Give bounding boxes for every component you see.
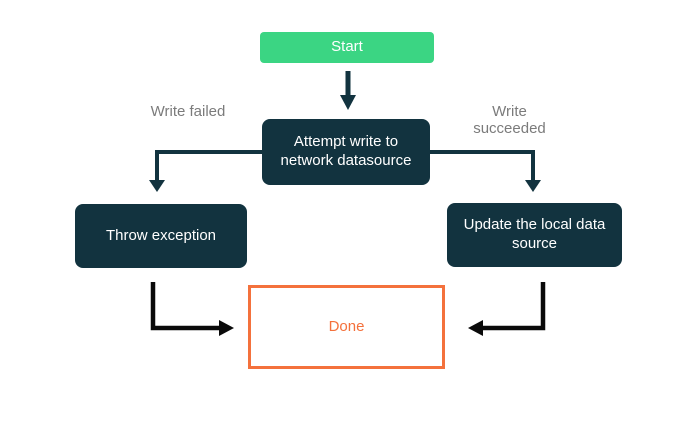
arrowhead-down-icon bbox=[525, 180, 541, 192]
edge-label-write-failed: Write failed bbox=[150, 103, 226, 120]
node-start: Start bbox=[260, 32, 434, 63]
edge-throw-to-done bbox=[150, 282, 234, 336]
node-done: Done bbox=[248, 285, 445, 369]
arrowhead-right-icon bbox=[219, 320, 234, 336]
node-throw-exception: Throw exception bbox=[75, 204, 247, 268]
edge-update-to-done bbox=[468, 282, 546, 336]
node-update-local-data: Update the local data source bbox=[447, 203, 622, 267]
node-attempt-write: Attempt write to network datasource bbox=[262, 119, 430, 185]
edge-attempt-to-throw bbox=[149, 150, 262, 192]
arrowhead-down-icon bbox=[340, 95, 356, 110]
arrowhead-left-icon bbox=[468, 320, 483, 336]
edge-attempt-to-update bbox=[430, 150, 541, 192]
edge-start-to-attempt bbox=[340, 71, 356, 110]
arrowhead-down-icon bbox=[149, 180, 165, 192]
edge-label-write-succeeded: Write succeeded bbox=[473, 103, 546, 137]
